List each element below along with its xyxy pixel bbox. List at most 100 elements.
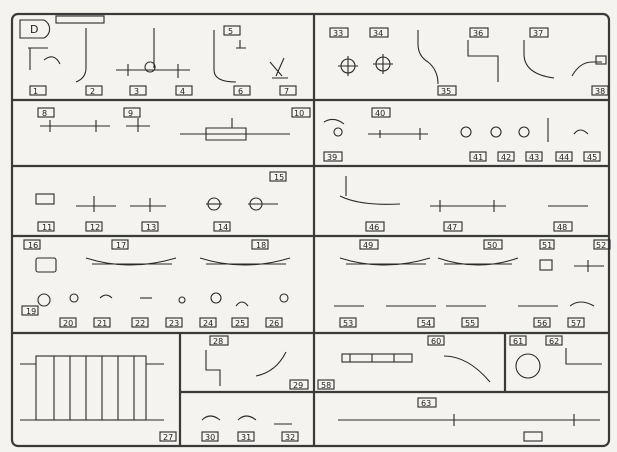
part-45: 45	[573, 129, 601, 162]
svg-text:8: 8	[42, 109, 47, 118]
svg-text:20: 20	[63, 319, 73, 328]
svg-text:58: 58	[321, 381, 331, 390]
part-9: 9	[123, 107, 150, 132]
part-46: 46	[339, 176, 401, 232]
svg-text:25: 25	[235, 319, 245, 328]
svg-text:29: 29	[293, 381, 303, 390]
part-49: 49	[339, 239, 431, 266]
svg-text:50: 50	[487, 241, 497, 250]
part-63: 63	[338, 397, 600, 442]
svg-text:62: 62	[549, 337, 559, 346]
svg-text:28: 28	[213, 337, 223, 346]
part-26: 26	[265, 293, 289, 328]
part-55: 55	[446, 305, 486, 328]
svg-text:21: 21	[97, 319, 107, 328]
part-5: 5	[223, 25, 246, 49]
part-57: 57	[567, 301, 595, 328]
part-6: 6	[213, 30, 251, 96]
svg-text:27: 27	[163, 433, 173, 442]
part-56: 56	[518, 305, 558, 328]
part-1: 1	[28, 47, 61, 96]
part-58: 58	[317, 379, 335, 390]
svg-text:49: 49	[363, 241, 373, 250]
svg-text:47: 47	[447, 223, 457, 232]
part-36: 36	[467, 27, 499, 82]
svg-text:5: 5	[228, 27, 233, 36]
part-18: 18	[199, 239, 291, 266]
svg-text:42: 42	[501, 153, 511, 162]
part-54: 54	[386, 305, 436, 328]
svg-text:6: 6	[238, 87, 243, 96]
part-37: 37	[523, 27, 555, 79]
sprue-letter-badge: D	[19, 19, 51, 39]
part-41: 41	[460, 126, 487, 162]
svg-text:33: 33	[333, 29, 343, 38]
svg-text:39: 39	[327, 153, 337, 162]
part-51: 51	[539, 239, 555, 271]
part-28: 28	[205, 335, 229, 386]
part-53: 53	[334, 305, 364, 328]
sprue-outer-frame	[10, 12, 611, 448]
part-62: 62	[545, 335, 602, 365]
part-44: 44	[547, 118, 573, 162]
svg-text:51: 51	[542, 241, 552, 250]
svg-text:17: 17	[116, 241, 126, 250]
part-20: 20	[59, 293, 79, 328]
svg-text:22: 22	[135, 319, 145, 328]
part-48: 48	[548, 205, 588, 232]
part-14: 14	[206, 197, 231, 232]
part-42: 42	[490, 126, 515, 162]
svg-text:60: 60	[431, 337, 441, 346]
part-47: 47	[430, 200, 506, 232]
svg-text:15: 15	[274, 173, 284, 182]
part-22: 22	[131, 297, 152, 328]
part-17: 17	[85, 239, 177, 266]
svg-text:52: 52	[596, 241, 606, 250]
svg-text:13: 13	[146, 223, 156, 232]
part-7: 7	[269, 57, 297, 96]
svg-text:63: 63	[421, 399, 431, 408]
svg-text:26: 26	[269, 319, 279, 328]
part-43: 43	[518, 126, 543, 162]
part-31: 31	[237, 415, 257, 442]
part-32: 32	[274, 423, 299, 442]
part-19: 19	[21, 293, 51, 316]
part-30: 30	[201, 415, 221, 442]
part-27: 27	[20, 355, 177, 442]
part-59	[341, 353, 413, 363]
part-60: 60	[427, 335, 491, 383]
part-11: 11	[35, 193, 55, 232]
svg-text:56: 56	[537, 319, 547, 328]
svg-text:14: 14	[218, 223, 228, 232]
svg-text:30: 30	[205, 433, 215, 442]
svg-text:7: 7	[284, 87, 289, 96]
svg-text:48: 48	[557, 223, 567, 232]
svg-text:1: 1	[33, 87, 38, 96]
part-39: 39	[323, 118, 345, 162]
svg-text:46: 46	[369, 223, 379, 232]
svg-text:24: 24	[203, 319, 213, 328]
svg-text:31: 31	[241, 433, 251, 442]
part-52: 52	[574, 239, 611, 272]
part-8: 8	[37, 107, 110, 132]
part-35: 35	[417, 30, 457, 96]
svg-text:57: 57	[571, 319, 581, 328]
svg-text:3: 3	[134, 87, 139, 96]
svg-text:37: 37	[533, 29, 543, 38]
svg-text:54: 54	[421, 319, 431, 328]
svg-text:34: 34	[373, 29, 383, 38]
part-33: 33	[329, 27, 358, 76]
part-29: 29	[255, 351, 309, 390]
svg-text:35: 35	[441, 87, 451, 96]
svg-text:36: 36	[473, 29, 483, 38]
part-12: 12	[76, 196, 116, 232]
part-24: 24	[199, 292, 222, 328]
svg-text:44: 44	[559, 153, 569, 162]
svg-text:53: 53	[343, 319, 353, 328]
svg-text:12: 12	[90, 223, 100, 232]
part-61: 61	[509, 335, 541, 379]
part-21: 21	[93, 294, 113, 328]
svg-text:41: 41	[473, 153, 483, 162]
svg-text:45: 45	[587, 153, 597, 162]
part-38: 38	[571, 61, 609, 96]
